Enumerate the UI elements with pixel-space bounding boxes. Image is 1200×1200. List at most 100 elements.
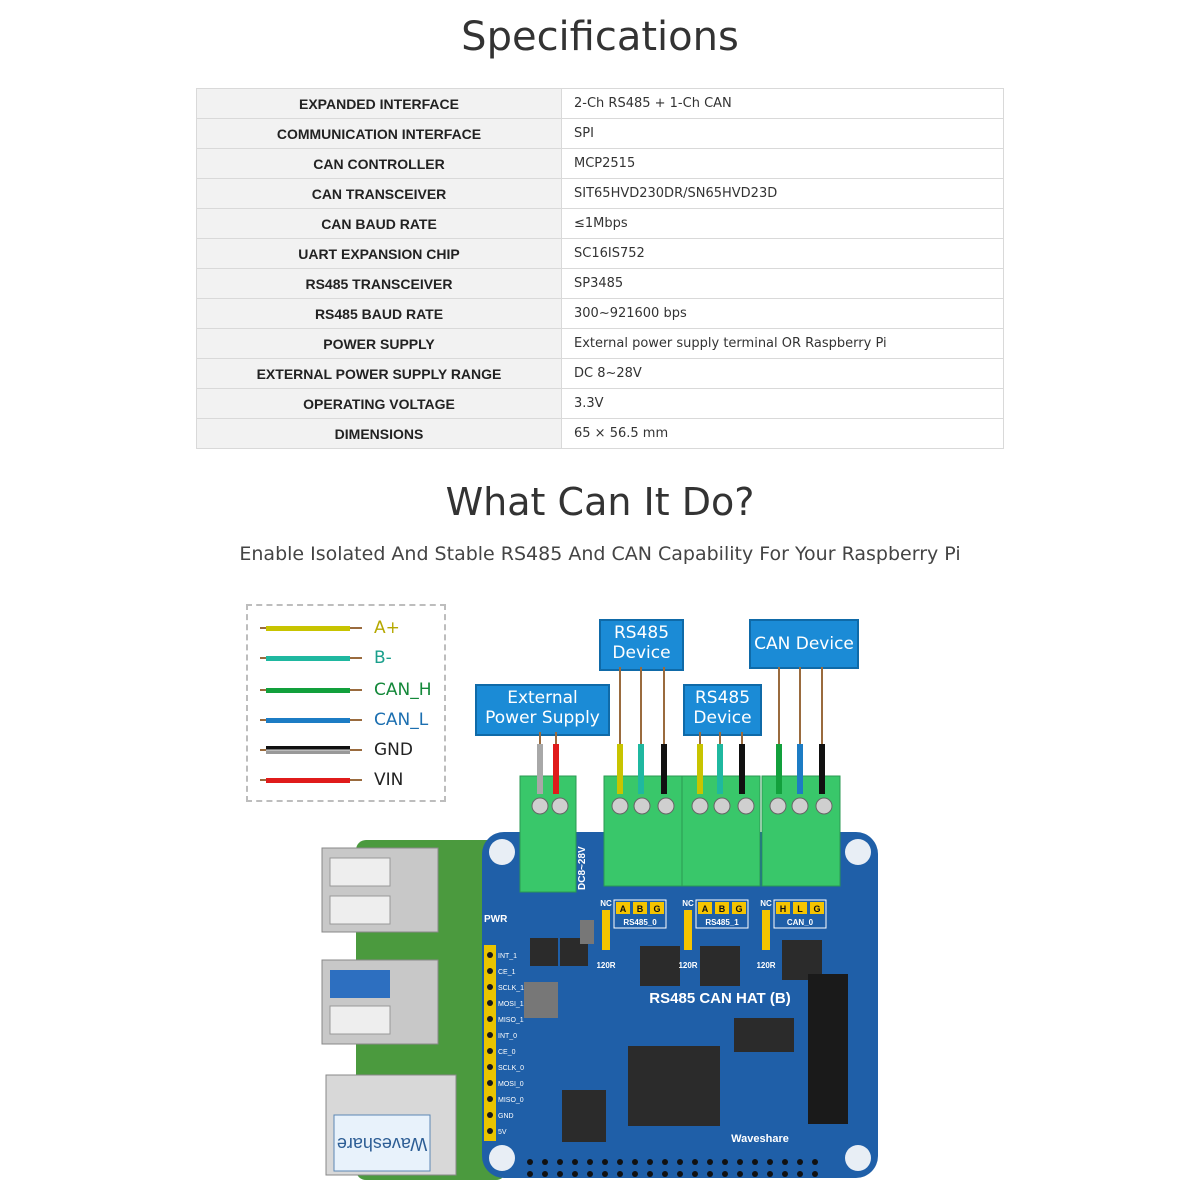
port-pin-label: B xyxy=(637,904,644,914)
terminal-screw xyxy=(531,797,549,815)
external-power-callout-line2: Power Supply xyxy=(485,708,600,728)
mcp2515-chip xyxy=(628,1046,720,1126)
legend-label: VIN xyxy=(374,770,404,790)
legend-item: VIN xyxy=(260,770,442,790)
wire-insulation xyxy=(776,744,782,794)
gpio-pin xyxy=(617,1171,623,1177)
port-label: RS485_1 xyxy=(705,918,739,927)
board-name: RS485 CAN HAT (B) xyxy=(649,990,790,1007)
gpio-pin xyxy=(752,1159,758,1165)
spec-key: CAN TRANSCEIVER xyxy=(196,178,562,209)
gpio-pin xyxy=(797,1159,803,1165)
gpio-pin xyxy=(737,1171,743,1177)
port-pin-label: B xyxy=(719,904,726,914)
header-pin xyxy=(487,1112,493,1118)
wire-insulation xyxy=(739,744,745,794)
rs485-callout-1-line1: RS485 xyxy=(613,623,670,643)
gpio-pin xyxy=(527,1159,533,1165)
can-device-callout: CAN Device xyxy=(749,619,859,669)
resistor-label: 120R xyxy=(756,961,775,970)
legend-label: A+ xyxy=(374,618,400,638)
spec-key: POWER SUPPLY xyxy=(196,328,562,359)
header-pin xyxy=(487,1000,493,1006)
gpio-pin xyxy=(572,1171,578,1177)
terminal-screw xyxy=(691,797,709,815)
wire-insulation xyxy=(537,744,543,794)
board-brand: Waveshare xyxy=(731,1133,789,1145)
termination-jumper xyxy=(684,910,692,950)
gpio-pin xyxy=(557,1159,563,1165)
header-pin-label: 5V xyxy=(498,1129,507,1136)
resistor-label: 120R xyxy=(596,961,615,970)
jumper-block xyxy=(650,902,664,914)
gpio-pin xyxy=(692,1171,698,1177)
header-pin xyxy=(487,1064,493,1070)
gpio-pin xyxy=(797,1171,803,1177)
jumper-block xyxy=(732,902,746,914)
can-device-callout-label: CAN Device xyxy=(754,634,854,654)
external-power-callout-line1: External xyxy=(507,688,578,708)
wire-insulation xyxy=(553,744,559,794)
termination-jumper xyxy=(762,910,770,950)
spec-key: CAN CONTROLLER xyxy=(196,148,562,179)
nc-label: NC xyxy=(682,899,694,908)
spec-value: SIT65HVD230DR/SN65HVD23D xyxy=(561,178,1004,209)
header-pin xyxy=(487,1080,493,1086)
jumper-block xyxy=(633,902,647,914)
spec-key: EXTERNAL POWER SUPPLY RANGE xyxy=(196,358,562,389)
what-can-it-do-subtitle: Enable Isolated And Stable RS485 And CAN… xyxy=(239,543,961,565)
header-pin-label: INT_0 xyxy=(498,1033,517,1040)
nc-label: NC xyxy=(600,899,612,908)
header-pin xyxy=(487,1096,493,1102)
terminal-screw xyxy=(713,797,731,815)
wire-insulation xyxy=(717,744,723,794)
gpio-pin xyxy=(737,1159,743,1165)
port-pin-label: A xyxy=(620,904,627,914)
gpio-pin xyxy=(767,1171,773,1177)
wire-insulation xyxy=(797,744,803,794)
gpio-pin xyxy=(632,1171,638,1177)
gpio-pin xyxy=(782,1171,788,1177)
header-pin-label: SCLK_0 xyxy=(498,1065,524,1072)
spec-key: OPERATING VOLTAGE xyxy=(196,388,562,419)
gpio-pin xyxy=(722,1171,728,1177)
gpio-pin xyxy=(542,1159,548,1165)
header-pin-label: SCLK_1 xyxy=(498,985,524,992)
header-pin xyxy=(487,952,493,958)
wire-insulation xyxy=(697,744,703,794)
spec-value: SP3485 xyxy=(561,268,1004,299)
terminal-screw xyxy=(657,797,675,815)
header-pin xyxy=(487,984,493,990)
port-pin-label: H xyxy=(780,904,787,914)
gpio-pin xyxy=(587,1159,593,1165)
header-pin-label: MISO_0 xyxy=(498,1097,524,1104)
legend-wire-swatch xyxy=(266,778,350,783)
resistor-label: 120R xyxy=(678,961,697,970)
usb3-port xyxy=(321,959,439,1045)
legend-item: B- xyxy=(260,648,442,668)
spec-key: RS485 BAUD RATE xyxy=(196,298,562,329)
gpio-pin xyxy=(647,1171,653,1177)
gpio-pin xyxy=(602,1159,608,1165)
legend-wire-swatch xyxy=(266,718,350,723)
gpio-pin xyxy=(662,1159,668,1165)
wire-insulation xyxy=(661,744,667,794)
spec-value: SC16IS752 xyxy=(561,238,1004,269)
gpio-pin xyxy=(617,1159,623,1165)
spec-key: DIMENSIONS xyxy=(196,418,562,449)
port-pin-label: G xyxy=(735,904,742,914)
port-pin-label: L xyxy=(797,904,803,914)
wire-insulation xyxy=(638,744,644,794)
gpio-pin xyxy=(707,1159,713,1165)
isolation-module xyxy=(808,974,848,1124)
gpio-pin xyxy=(662,1171,668,1177)
inductor xyxy=(524,982,558,1018)
gpio-pin xyxy=(572,1159,578,1165)
spec-key: COMMUNICATION INTERFACE xyxy=(196,118,562,149)
spec-value: 2-Ch RS485 + 1-Ch CAN xyxy=(561,88,1004,119)
